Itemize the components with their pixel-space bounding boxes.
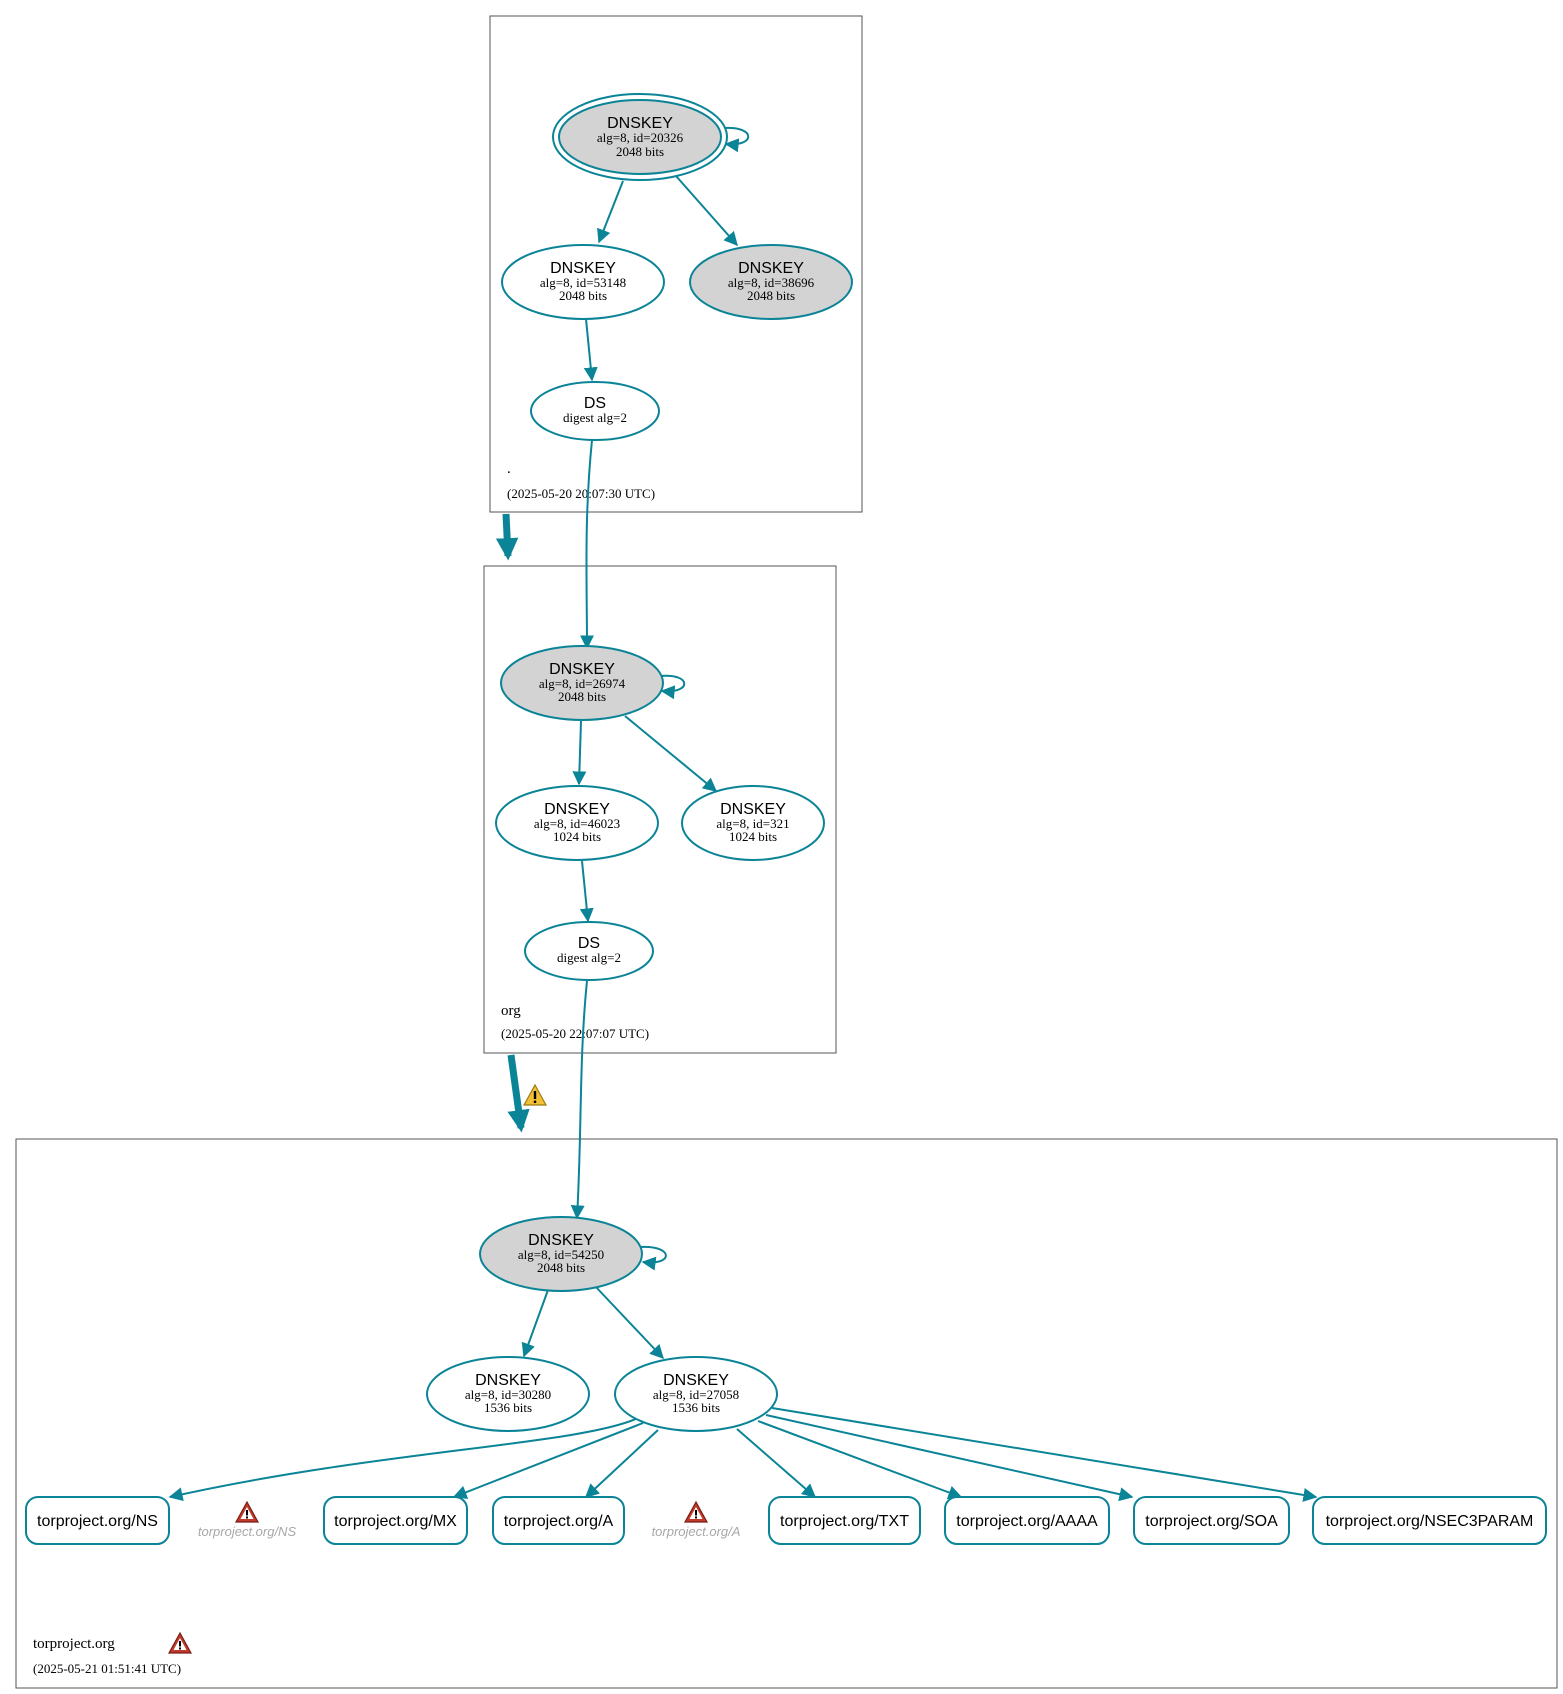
edge-zsk-to-nsec3param bbox=[771, 1407, 1318, 1502]
node-org-ksk-bits: 2048 bits bbox=[558, 689, 606, 704]
edge-zsk-to-mx bbox=[452, 1422, 644, 1499]
node-org-k3-title: DNSKEY bbox=[720, 801, 786, 818]
node-org-k3-id: alg=8, id=321 bbox=[716, 816, 789, 831]
node-org-zsk-bits: 1024 bits bbox=[553, 829, 601, 844]
rrset-aaaa-label: torproject.org/AAAA bbox=[956, 1513, 1098, 1530]
node-org-k3: DNSKEY alg=8, id=321 1024 bits bbox=[681, 785, 825, 861]
node-root-ds: DS digest alg=2 bbox=[530, 381, 660, 441]
node-root-k3-id: alg=8, id=38696 bbox=[728, 275, 815, 290]
node-org-ksk-title: DNSKEY bbox=[549, 661, 615, 678]
zone-box-root bbox=[489, 15, 863, 513]
node-root-zsk: DNSKEY alg=8, id=53148 2048 bits bbox=[501, 244, 665, 320]
node-tp-k2-title: DNSKEY bbox=[475, 1372, 541, 1389]
edge-zsk-to-soa bbox=[765, 1414, 1134, 1502]
edge-root-ksk-self bbox=[723, 126, 750, 153]
node-tp-ksk: DNSKEY alg=8, id=54250 2048 bits bbox=[479, 1216, 643, 1292]
node-root-k3-bits: 2048 bits bbox=[747, 288, 795, 303]
edge-org-ksk-to-zsk bbox=[572, 720, 587, 786]
node-root-zsk-bits: 2048 bits bbox=[559, 288, 607, 303]
edge-zsk-to-aaaa bbox=[757, 1420, 963, 1500]
node-root-zsk-title: DNSKEY bbox=[550, 260, 616, 277]
edge-org-ksk-to-k3 bbox=[624, 715, 718, 792]
edge-zsk-to-a bbox=[584, 1429, 659, 1498]
node-tp-zsk-bits: 1536 bits bbox=[672, 1400, 720, 1415]
rrset-mx: torproject.org/MX bbox=[323, 1496, 468, 1545]
edge-root-ksk-to-k3 bbox=[675, 175, 738, 247]
delegation-warning-icon bbox=[522, 1083, 548, 1106]
node-org-zsk-id: alg=8, id=46023 bbox=[534, 816, 620, 831]
rrset-a: torproject.org/A bbox=[492, 1496, 625, 1545]
node-org-zsk-title: DNSKEY bbox=[544, 801, 610, 818]
node-root-k3-title: DNSKEY bbox=[738, 260, 804, 277]
node-org-ds: DS digest alg=2 bbox=[524, 921, 654, 981]
rrset-mx-label: torproject.org/MX bbox=[334, 1513, 457, 1530]
rrset-txt-label: torproject.org/TXT bbox=[780, 1513, 909, 1530]
rrset-aaaa: torproject.org/AAAA bbox=[944, 1496, 1110, 1545]
zone-timestamp-org: (2025-05-20 22:07:07 UTC) bbox=[501, 1026, 649, 1041]
delegation-arrow-org-to-torproject bbox=[507, 1054, 530, 1133]
edge-root-ds-to-org-ksk bbox=[579, 439, 594, 650]
rrset-a-label: torproject.org/A bbox=[504, 1513, 614, 1530]
error-icon bbox=[234, 1500, 260, 1523]
zone-label-torproject: torproject.org bbox=[33, 1636, 115, 1652]
node-root-ksk: DNSKEY alg=8, id=20326 2048 bits bbox=[552, 93, 728, 181]
node-org-ds-digest: digest alg=2 bbox=[557, 950, 621, 965]
missing-rrset-ns-label: torproject.org/NS bbox=[198, 1524, 297, 1539]
zone-error-icon bbox=[167, 1631, 193, 1654]
missing-rrset-a-label: torproject.org/A bbox=[652, 1524, 741, 1539]
rrset-soa-label: torproject.org/SOA bbox=[1145, 1513, 1278, 1530]
edge-root-zsk-to-ds bbox=[583, 318, 598, 382]
edge-zsk-to-ns bbox=[168, 1417, 639, 1502]
zone-label-root: . bbox=[507, 461, 511, 477]
node-root-ksk-bits: 2048 bits bbox=[616, 144, 664, 159]
zone-box-torproject bbox=[15, 1138, 1558, 1689]
delegation-arrow-root-to-org bbox=[495, 513, 519, 561]
rrset-nsec3param: torproject.org/NSEC3PARAM bbox=[1312, 1496, 1547, 1545]
rrset-nsec3param-label: torproject.org/NSEC3PARAM bbox=[1326, 1513, 1534, 1530]
node-tp-zsk: DNSKEY alg=8, id=27058 1536 bits bbox=[614, 1356, 778, 1432]
node-root-ds-digest: digest alg=2 bbox=[563, 410, 627, 425]
zone-timestamp-torproject: (2025-05-21 01:51:41 UTC) bbox=[33, 1661, 181, 1676]
node-tp-ksk-id: alg=8, id=54250 bbox=[518, 1247, 604, 1262]
node-org-ksk-id: alg=8, id=26974 bbox=[539, 676, 626, 691]
zone-label-org: org bbox=[501, 1003, 521, 1019]
node-root-ksk-title: DNSKEY bbox=[607, 115, 673, 132]
edge-org-zsk-to-ds bbox=[579, 860, 594, 923]
missing-rrset-a: torproject.org/A bbox=[652, 1500, 741, 1539]
node-org-ksk: DNSKEY alg=8, id=26974 2048 bits bbox=[500, 645, 664, 721]
edge-root-ksk-to-zsk bbox=[597, 180, 624, 244]
node-root-zsk-id: alg=8, id=53148 bbox=[540, 275, 626, 290]
node-root-k3: DNSKEY alg=8, id=38696 2048 bits bbox=[689, 244, 853, 320]
edge-org-ds-to-tp-ksk bbox=[570, 980, 588, 1220]
edge-tp-ksk-self bbox=[639, 1245, 667, 1271]
missing-rrset-ns: torproject.org/NS bbox=[198, 1500, 297, 1539]
zone-box-org bbox=[483, 565, 837, 1054]
node-root-ds-title: DS bbox=[584, 395, 606, 412]
node-tp-ksk-title: DNSKEY bbox=[528, 1232, 594, 1249]
node-org-k3-bits: 1024 bits bbox=[729, 829, 777, 844]
node-org-zsk: DNSKEY alg=8, id=46023 1024 bits bbox=[495, 785, 659, 861]
node-root-ksk-id: alg=8, id=20326 bbox=[597, 130, 684, 145]
rrset-ns-label: torproject.org/NS bbox=[37, 1513, 158, 1530]
edge-zsk-to-txt bbox=[736, 1428, 817, 1498]
node-tp-zsk-title: DNSKEY bbox=[663, 1372, 729, 1389]
edge-tp-ksk-to-k2 bbox=[521, 1289, 549, 1358]
node-tp-ksk-bits: 2048 bits bbox=[537, 1260, 585, 1275]
rrset-txt: torproject.org/TXT bbox=[768, 1496, 921, 1545]
node-tp-k2-id: alg=8, id=30280 bbox=[465, 1387, 551, 1402]
node-org-ds-title: DS bbox=[578, 935, 600, 952]
node-tp-zsk-id: alg=8, id=27058 bbox=[653, 1387, 739, 1402]
edge-tp-ksk-to-zsk bbox=[594, 1285, 664, 1360]
rrset-ns: torproject.org/NS bbox=[25, 1496, 170, 1545]
zone-timestamp-root: (2025-05-20 20:07:30 UTC) bbox=[507, 486, 655, 501]
error-icon bbox=[683, 1500, 709, 1523]
rrset-soa: torproject.org/SOA bbox=[1133, 1496, 1290, 1545]
node-tp-k2-bits: 1536 bits bbox=[484, 1400, 532, 1415]
edge-org-ksk-self bbox=[659, 674, 686, 700]
node-tp-k2: DNSKEY alg=8, id=30280 1536 bits bbox=[426, 1356, 590, 1432]
